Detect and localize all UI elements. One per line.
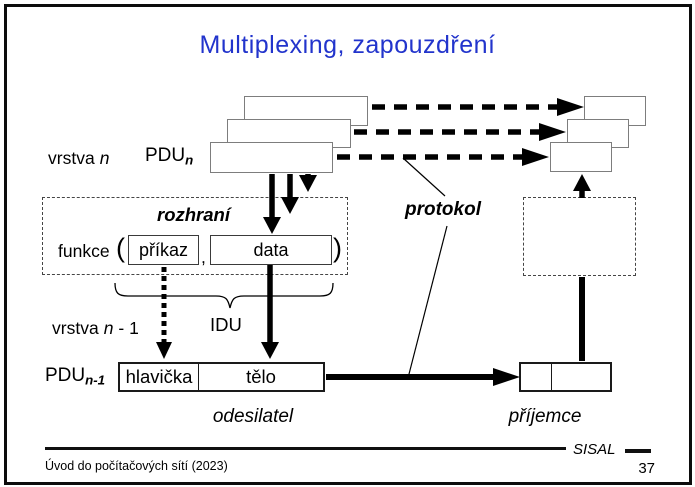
pdu-n1-box: hlavička tělo [118, 362, 325, 392]
pdu-n1-base: PDU [45, 365, 86, 386]
command-label: příkaz [138, 239, 189, 260]
data-label: data [253, 239, 289, 260]
receiver-pdu-n1-box [519, 362, 612, 392]
label-pdu-n: PDUn [145, 145, 193, 168]
layer-n-var: n [99, 148, 110, 168]
open-paren: ( [116, 233, 125, 263]
layer-n1-word: vrstva [52, 318, 99, 338]
layer-n1-suffix: - 1 [118, 318, 139, 338]
footer-rule-short [625, 449, 651, 453]
layer-n1-var: n [103, 318, 114, 338]
pdu-n-sub: n [185, 152, 194, 168]
slide-border [4, 4, 692, 485]
label-interface: rozhraní [157, 204, 230, 225]
footer-rule [45, 447, 566, 450]
label-sender: odesilatel [212, 406, 294, 427]
label-idu: IDU [210, 314, 242, 335]
body-cell-label: tělo [246, 366, 276, 387]
command-box: příkaz [128, 235, 199, 265]
receiver-pdu-box-front [550, 142, 612, 172]
receiver-dashed-box [523, 197, 636, 276]
footer-course: Úvod do počítačových sítí (2023) [45, 459, 228, 473]
comma: , [201, 247, 206, 267]
header-cell-label: hlavička [125, 366, 193, 387]
interface-dashed-box [42, 197, 348, 275]
data-box: data [210, 235, 332, 265]
body-cell: tělo [199, 364, 323, 390]
pdu-n1-sub: n-1 [85, 372, 106, 388]
footer-brand: SISAL [573, 441, 616, 458]
layer-n-word: vrstva [48, 148, 95, 168]
page-number: 37 [638, 460, 655, 477]
slide-title: Multiplexing, zapouzdření [199, 31, 496, 59]
function-name-label: funkce [58, 241, 110, 261]
label-receiver: příjemce [508, 406, 582, 427]
label-pdu-n1: PDUn-1 [45, 365, 105, 388]
receiver-header-cell [521, 364, 552, 390]
pdu-n-base: PDU [145, 145, 186, 166]
label-protocol: protokol [405, 199, 481, 220]
sender-pdu-box-front [210, 142, 333, 173]
header-cell: hlavička [120, 364, 199, 390]
receiver-body-cell [552, 364, 610, 390]
close-paren: ) [333, 233, 342, 263]
